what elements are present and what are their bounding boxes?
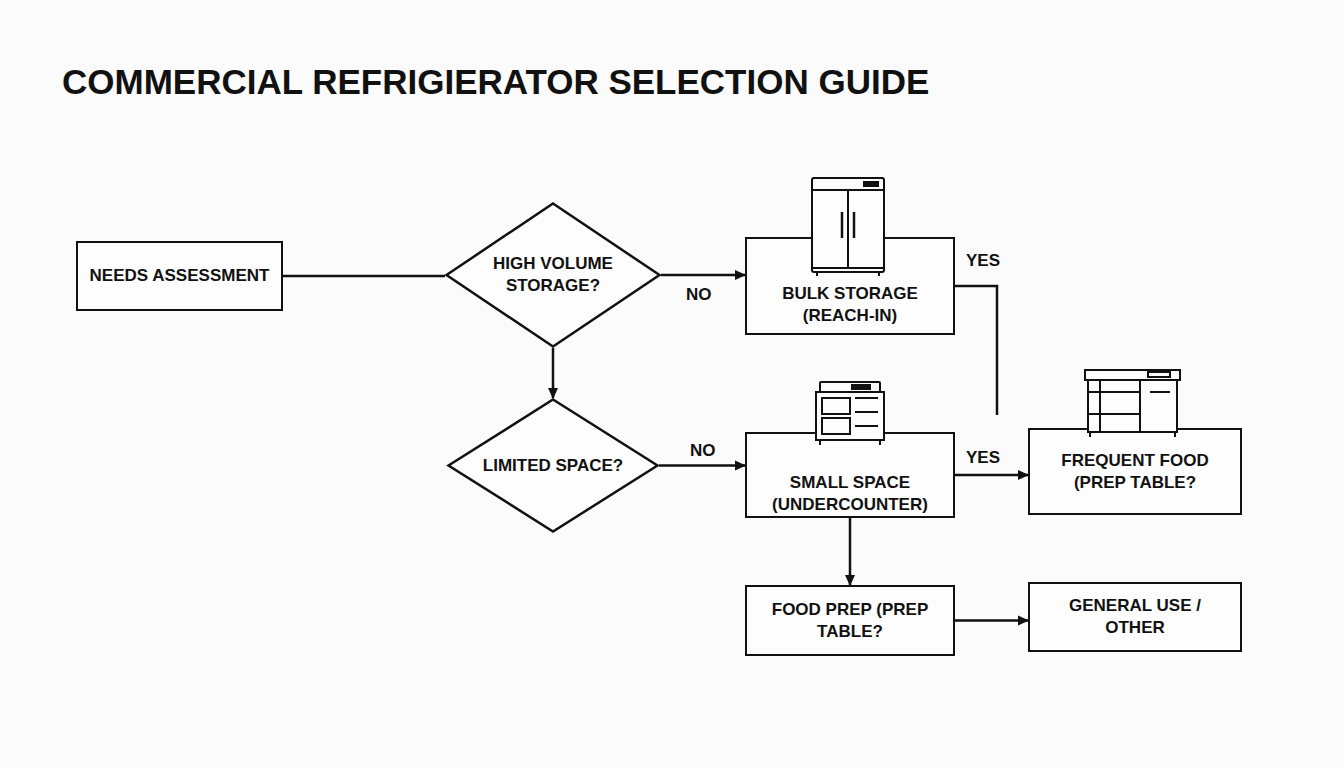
node-label: NEEDS ASSESSMENT <box>82 265 278 287</box>
table-sink <box>1148 372 1170 377</box>
diamond-shape <box>447 204 660 347</box>
edge-label: NO <box>686 285 712 305</box>
process-box: FOOD PREP (PREP TABLE? <box>745 585 955 656</box>
shelf-line <box>1088 391 1140 393</box>
process-box: FREQUENT FOOD (PREP TABLE? <box>1028 428 1242 515</box>
shelf-line <box>855 425 878 427</box>
node-label: GENERAL USE / OTHER <box>1030 595 1240 639</box>
door-handle <box>1150 391 1170 393</box>
process-box: BULK STORAGE (REACH-IN) <box>745 237 955 335</box>
fridge-handle <box>841 212 844 238</box>
process-box: NEEDS ASSESSMENT <box>76 241 283 311</box>
shelf-line <box>855 411 878 413</box>
flow-arrow <box>283 275 445 278</box>
node-label: FREQUENT FOOD (PREP TABLE? <box>1030 450 1240 494</box>
table-body <box>1088 380 1177 432</box>
edge-label: YES <box>966 251 1000 271</box>
flow-arrow <box>849 518 852 585</box>
fridge-top-panel <box>812 189 884 191</box>
decision-diamond: LIMITED SPACE? <box>447 398 659 533</box>
flow-arrow <box>955 619 1028 622</box>
flow-arrow <box>955 474 1028 477</box>
node-label: BULK STORAGE (REACH-IN) <box>747 283 953 327</box>
flow-arrow <box>659 464 745 467</box>
node-label: FOOD PREP (PREP TABLE? <box>747 599 953 643</box>
process-box: GENERAL USE / OTHER <box>1028 582 1242 652</box>
diamond-outline <box>445 202 661 348</box>
node-label: HIGH VOLUME STORAGE? <box>445 253 661 297</box>
decision-diamond: HIGH VOLUME STORAGE? <box>445 202 661 348</box>
counter-display <box>852 385 870 389</box>
fridge-handle <box>853 212 856 238</box>
diagram-title: COMMERCIAL REFRIGIERATOR SELECTION GUIDE <box>62 62 929 102</box>
counter-top <box>820 382 880 392</box>
node-label: SMALL SPACE (UNDERCOUNTER) <box>747 472 953 516</box>
diamond-shape <box>449 400 658 532</box>
table-top <box>1085 370 1180 380</box>
prep-table-icon <box>1085 370 1180 437</box>
shelf-line <box>1088 413 1140 415</box>
table-divider <box>1139 380 1141 432</box>
table-leg <box>1099 380 1101 432</box>
process-box: SMALL SPACE (UNDERCOUNTER) <box>745 432 955 518</box>
node-label: LIMITED SPACE? <box>463 455 643 477</box>
flow-arrow <box>661 274 745 277</box>
drawer <box>822 398 850 414</box>
flow-arrow <box>552 348 555 398</box>
fridge-display <box>864 182 878 186</box>
shelf-line <box>855 397 878 399</box>
flow-arrow <box>955 286 997 415</box>
edge-label: YES <box>966 448 1000 468</box>
edge-label: NO <box>690 441 716 461</box>
